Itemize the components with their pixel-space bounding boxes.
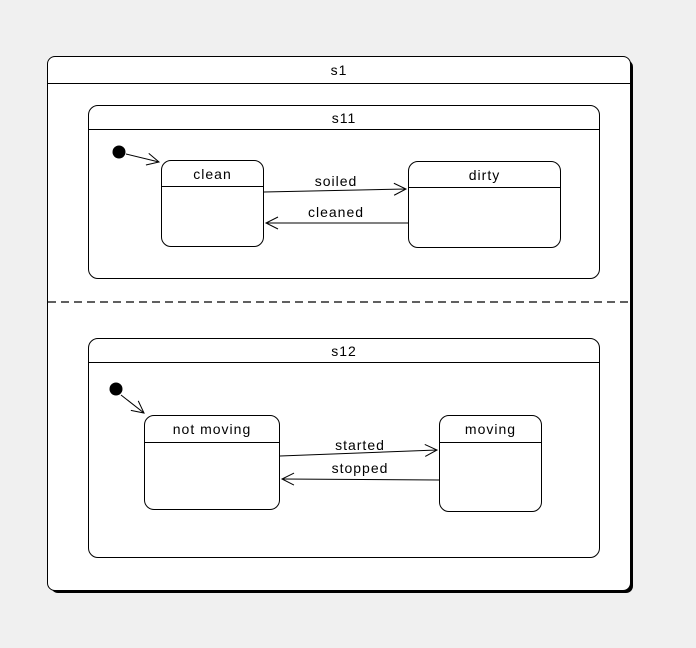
transition-label-stopped: stopped xyxy=(331,460,389,476)
transition-label-cleaned: cleaned xyxy=(307,204,365,220)
state-title-moving: moving xyxy=(440,416,541,443)
transition-label-started: started xyxy=(335,437,385,453)
state-title-s11: s11 xyxy=(89,106,599,130)
state-title-dirty: dirty xyxy=(409,162,560,188)
state-title-not-moving: not moving xyxy=(145,416,279,443)
state-title-clean: clean xyxy=(162,161,263,187)
state-not-moving: not moving xyxy=(144,415,280,510)
transition-label-soiled: soiled xyxy=(314,173,358,189)
state-title-s1: s1 xyxy=(48,57,630,84)
state-moving: moving xyxy=(439,415,542,512)
state-clean: clean xyxy=(161,160,264,247)
state-dirty: dirty xyxy=(408,161,561,248)
state-title-s12: s12 xyxy=(89,339,599,363)
